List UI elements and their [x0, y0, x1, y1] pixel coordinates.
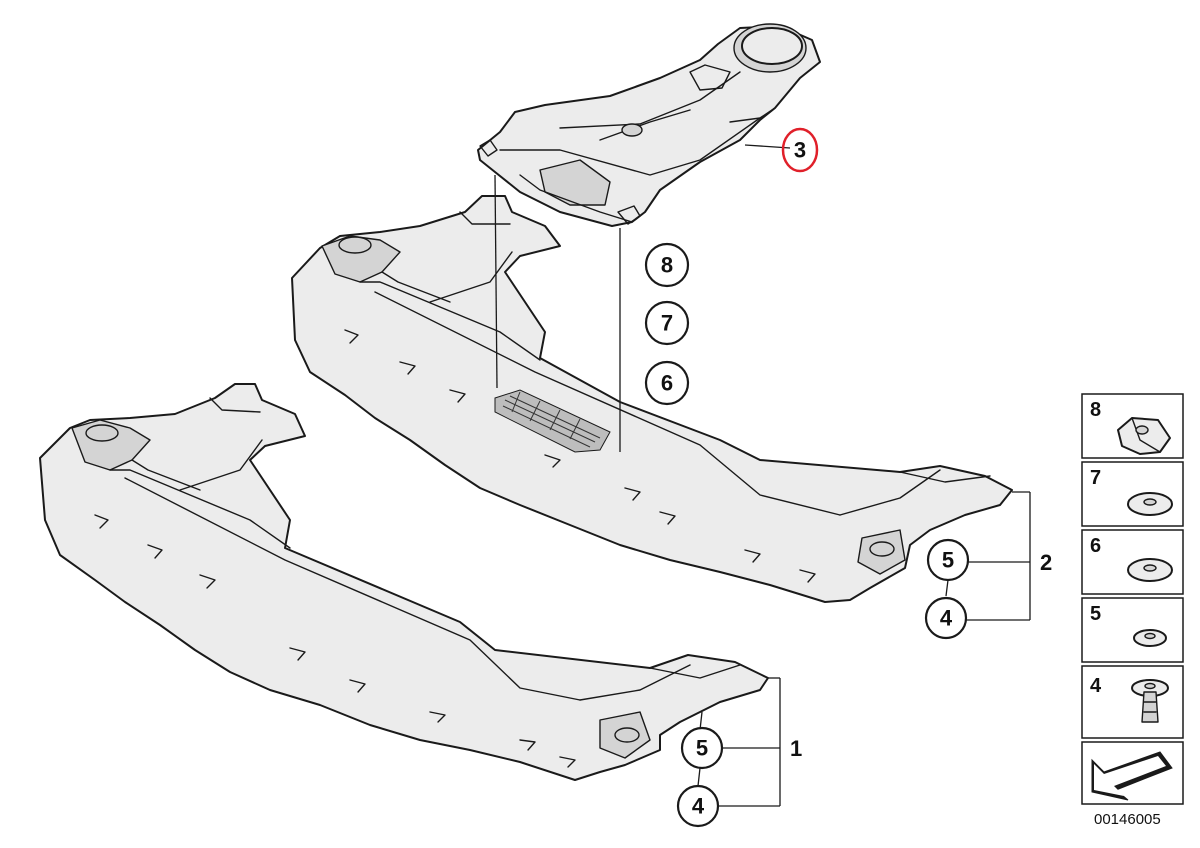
callout-7[interactable]: 7: [644, 300, 690, 346]
diagram-code: 00146005: [1094, 811, 1161, 828]
callout-lower-4[interactable]: 4: [676, 784, 720, 828]
washer-icon: [1127, 558, 1173, 582]
callout-upper-4[interactable]: 4: [924, 596, 968, 640]
legend-arrow-cell: [1081, 741, 1184, 805]
callout-label-3: 3: [794, 138, 806, 163]
callout-label-6: 6: [661, 371, 673, 396]
leader-lines: [494, 144, 1031, 807]
callout-label-upper-5: 5: [942, 548, 954, 573]
legend-row-8[interactable]: 8: [1081, 393, 1184, 459]
washer-icon: [1127, 492, 1173, 516]
legend-number-7: 7: [1090, 467, 1101, 489]
legend-row-7[interactable]: 7: [1081, 461, 1184, 527]
legend-row-5[interactable]: 5: [1081, 597, 1184, 663]
washer-small-icon: [1133, 629, 1167, 647]
label-part-2[interactable]: 2: [1040, 550, 1052, 575]
callout-label-upper-4: 4: [940, 606, 953, 631]
air-duct: [477, 23, 821, 227]
vent-grille: [494, 389, 611, 453]
callout-label-lower-5: 5: [696, 736, 708, 761]
callout-6[interactable]: 6: [644, 360, 690, 406]
legend-row-4[interactable]: 4: [1081, 665, 1184, 739]
legend-number-4: 4: [1090, 675, 1102, 697]
lower-underbody-panel: [39, 383, 769, 781]
label-part-1[interactable]: 1: [790, 736, 802, 761]
callout-label-8: 8: [661, 253, 673, 278]
callout-upper-5[interactable]: 5: [926, 538, 970, 582]
legend-row-6[interactable]: 6: [1081, 529, 1184, 595]
highlight-ring: [781, 127, 819, 173]
callout-8[interactable]: 8: [644, 242, 690, 288]
callout-3[interactable]: 3: [781, 127, 819, 173]
hardware-legend: 8 7 6 5: [1081, 393, 1184, 828]
legend-number-8: 8: [1090, 399, 1101, 421]
callout-lower-5[interactable]: 5: [680, 726, 724, 770]
legend-number-5: 5: [1090, 603, 1101, 625]
expanding-rivet-icon: [1131, 679, 1169, 723]
callout-label-lower-4: 4: [692, 794, 705, 819]
upper-underbody-panel: [291, 195, 1013, 603]
callout-label-7: 7: [661, 311, 673, 336]
legend-number-6: 6: [1090, 535, 1101, 557]
clip-nut-icon: [1117, 417, 1171, 455]
